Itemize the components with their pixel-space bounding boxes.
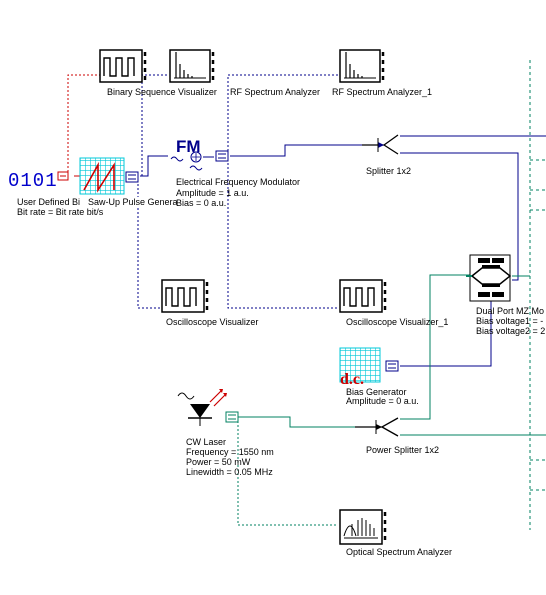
wire-fm-to-rf-analyzer2 — [227, 74, 340, 155]
binary-bits-icon: 0101 — [8, 170, 58, 192]
label-scope: Oscilloscope Visualizer — [166, 317, 259, 327]
param-bias-amplitude: Amplitude = 0 a.u. — [346, 396, 419, 406]
wire-laser-to-power-splitter — [238, 416, 355, 428]
output-port — [225, 411, 239, 423]
label-scope-1: Oscilloscope Visualizer_1 — [346, 317, 449, 327]
electrical-frequency-modulator[interactable]: FM — [170, 137, 229, 171]
oscilloscope-visualizer-1[interactable] — [339, 279, 387, 313]
splitter-1x2[interactable] — [362, 134, 399, 155]
param-laser-power: Power = 50 mW — [186, 457, 251, 467]
wire-power-splitter-to-mz — [400, 274, 470, 420]
laser-icon — [190, 404, 210, 418]
optical-spectrum-icon — [339, 509, 383, 545]
label-binary-visualizer: Binary Sequence Visualizer — [107, 87, 217, 97]
cw-laser[interactable] — [177, 389, 239, 426]
saw-up-pulse-generator[interactable] — [79, 157, 139, 195]
param-laser-linewidth: Linewidth = 0.05 MHz — [186, 467, 273, 477]
label-user-defined: User Defined Bi — [17, 197, 81, 207]
power-splitter-1x2[interactable] — [355, 417, 399, 437]
label-dual-mz: Dual Port MZ Mo — [476, 306, 545, 316]
oscilloscope-icon — [161, 279, 205, 313]
wire-right-bus-tick1 — [530, 159, 546, 491]
dual-port-mz-modulator[interactable] — [466, 254, 512, 302]
param-laser-frequency: Frequency = 1550 nm — [186, 447, 274, 457]
wire-saw-to-scope — [137, 176, 160, 309]
wire-fm-to-splitter — [230, 144, 362, 157]
wire-saw-to-fm — [140, 155, 168, 177]
label-splitter: Splitter 1x2 — [366, 166, 412, 176]
dc-source-icon — [339, 347, 381, 383]
svg-text:d.c.: d.c. — [340, 371, 364, 388]
param-mz-bias1: Bias voltage1 = - — [476, 316, 544, 326]
spectrum-icon — [169, 49, 211, 83]
oscilloscope-icon — [339, 279, 383, 313]
optical-spectrum-analyzer[interactable] — [339, 509, 387, 545]
label-cw-laser: CW Laser — [186, 437, 227, 447]
wire-bits-to-binary-visualizer — [67, 74, 100, 176]
label-saw-up-pulse: Saw-Up Pulse Genera — [88, 197, 178, 207]
label-power-splitter: Power Splitter 1x2 — [366, 445, 440, 455]
fm-icon: FM — [176, 137, 201, 156]
spectrum-icon — [339, 49, 381, 83]
output-port — [215, 150, 229, 162]
param-fm-amplitude: Amplitude = 1 a.u. — [176, 188, 249, 198]
label-rf-analyzer-1: RF Spectrum Analyzer_1 — [332, 87, 433, 97]
wire-laser-to-osa — [237, 417, 338, 526]
rf-spectrum-analyzer[interactable] — [169, 49, 215, 83]
param-fm-bias: Bias = 0 a.u. — [176, 198, 227, 208]
binary-sequence-visualizer[interactable] — [99, 49, 147, 83]
wire-splitter-to-mz — [400, 152, 519, 281]
bias-generator[interactable]: d.c. — [339, 347, 399, 388]
output-port — [385, 360, 399, 372]
param-bit-rate: Bit rate = Bit rate bit/s — [17, 207, 104, 217]
label-bias-generator: Bias Generator — [346, 387, 407, 397]
rf-spectrum-analyzer-1[interactable] — [339, 49, 385, 83]
sawtooth-icon — [79, 157, 125, 195]
square-wave-icon — [99, 49, 143, 83]
param-mz-bias2: Bias voltage2 = 2 — [476, 326, 546, 336]
oscilloscope-visualizer[interactable] — [161, 279, 209, 313]
wire-fm-to-scope2 — [227, 155, 338, 309]
user-defined-bit-generator[interactable]: 0101 — [8, 170, 69, 192]
label-osa: Optical Spectrum Analyzer — [346, 547, 453, 557]
label-rf-analyzer: RF Spectrum Analyzer — [230, 87, 321, 97]
label-fm-modulator: Electrical Frequency Modulator — [176, 177, 301, 187]
output-port — [125, 171, 139, 183]
